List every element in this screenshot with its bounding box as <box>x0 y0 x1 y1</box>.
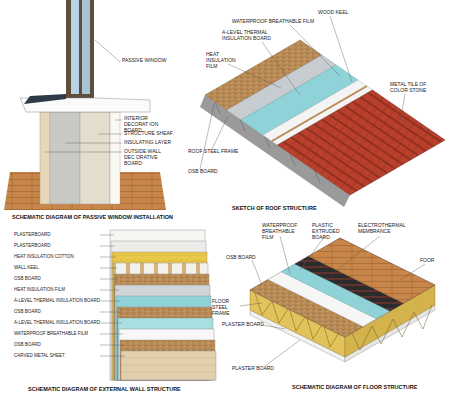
part-label: METAL TILE OF COLOR STONE <box>390 82 442 94</box>
part-label: PASSIVE WINDOW <box>122 58 166 64</box>
diagram-title: SCHEMATIC DIAGRAM OF PASSIVE WINDOW INST… <box>12 214 173 220</box>
window-glass <box>71 0 79 94</box>
diagram-title: SCHEMATIC DIAGRAM OF EXTERNAL WALL STRUC… <box>28 386 181 392</box>
part-label: A-LEVEL THERMAL INSULATION BOARD <box>14 298 100 303</box>
part-label: HEAT INSULATION FILM <box>14 287 65 292</box>
part-label: OSB BOARD <box>14 342 41 347</box>
part-label: OSB BOARD <box>226 255 256 261</box>
part-label: WATERPROOF BREATHABLE FILM <box>262 223 306 240</box>
part-label: INSULATING LAYER <box>124 140 171 146</box>
part-label: OSB BOARD <box>188 169 218 175</box>
leader-lines <box>200 16 405 169</box>
carved-grooves <box>121 358 216 372</box>
part-label: WALL KEEL <box>14 265 39 270</box>
wall-layer <box>120 340 215 380</box>
leader-lines <box>240 236 425 366</box>
part-label: WOOD KEEL <box>318 10 348 16</box>
floor-boards <box>309 238 436 303</box>
diagram-title: SCHEMATIC DIAGRAM OF FLOOR STRUCTURE <box>292 384 417 390</box>
part-label: HEAT INSULATION FILM <box>206 52 244 69</box>
part-label: FOOR <box>420 258 434 264</box>
part-label: PLASTIC EXTRUDED BOARD <box>312 223 350 240</box>
metal-tile <box>278 90 446 195</box>
diagram-title: SKETCH OF ROOF STRUCTURE <box>232 205 317 211</box>
part-label: OSB BOARD <box>14 276 41 281</box>
carved-metal <box>121 351 216 380</box>
insulating-layer <box>50 112 80 204</box>
interior-board <box>110 112 120 204</box>
part-label: A-LEVEL THERMAL INSULATION BOARD <box>14 320 100 325</box>
window-frame <box>66 0 94 98</box>
part-label: HEAT INSULATION COTTON <box>14 254 74 259</box>
part-label: ROOF STEEL FRAME <box>188 149 238 155</box>
structure-sheaf <box>80 112 110 204</box>
part-label: PLASTERBOARD <box>14 243 51 248</box>
part-label: WATERPROOF BREATHABLE FILM <box>14 331 88 336</box>
outer-board <box>40 112 50 204</box>
part-label: ELECTROTHERMAL MEMBRANCE <box>358 223 420 235</box>
part-label: STRUCTURE SHEAF <box>124 131 173 137</box>
flashing <box>24 94 66 104</box>
part-label: WATERPROOF BREATHABLE FILM <box>232 19 314 25</box>
leader-lines <box>100 235 125 356</box>
part-label: CARVED METAL SHEET <box>14 353 65 358</box>
part-label: A-LEVEL THERMAL INSULATION BOARD <box>222 30 274 42</box>
part-label: PLASTERBOARD <box>14 232 51 237</box>
part-label: FLOOR STEEL FRAME <box>212 299 240 316</box>
window-glass <box>82 0 90 94</box>
leader-lines <box>45 40 122 152</box>
part-label: OUTSIDE WALL DEC ORATIVE BOARD <box>124 149 164 166</box>
part-label: PLASTER BOARD <box>222 322 264 328</box>
part-label: OSB BOARD <box>14 309 41 314</box>
part-label: PLASTER BOARD <box>232 366 274 372</box>
